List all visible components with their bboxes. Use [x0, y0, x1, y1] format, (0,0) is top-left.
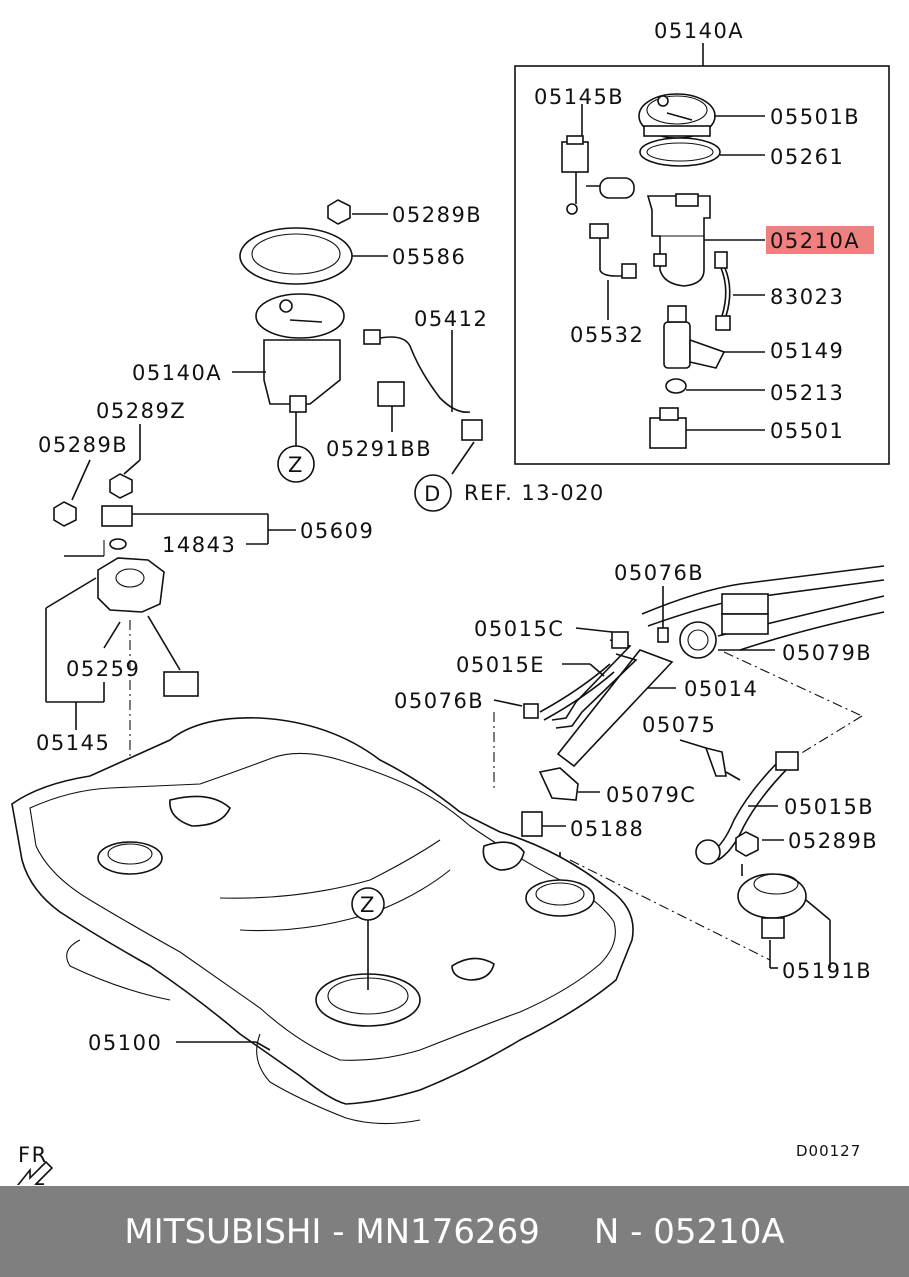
callout-D-label: D — [424, 482, 442, 506]
filler-pipes — [493, 565, 885, 969]
label-05261: 05261 — [770, 145, 844, 169]
sender-05145B — [561, 104, 635, 215]
label-05210A: 05210A — [770, 229, 860, 253]
harness-05412 — [363, 329, 483, 475]
label-05075: 05075 — [642, 713, 716, 737]
callout-Z-tank-label: Z — [360, 893, 376, 917]
highlight-05210A — [766, 226, 874, 254]
pump-flange-05501B — [638, 93, 765, 139]
nut-05289B-top — [327, 199, 388, 225]
pump-module-05140A — [232, 293, 345, 446]
pump-housing-05210A — [646, 193, 765, 287]
label-05213: 05213 — [770, 381, 844, 405]
label-05412: 05412 — [414, 307, 488, 331]
callout-D: D — [414, 474, 452, 512]
label-05291BB: 05291BB — [326, 437, 432, 461]
label-05145B: 05145B — [534, 85, 624, 109]
label-05501B: 05501B — [770, 105, 860, 129]
label-05015C: 05015C — [474, 617, 564, 641]
label-05015E: 05015E — [456, 653, 545, 677]
label-05076B-b: 05076B — [394, 689, 484, 713]
front-arrow-icon: FR — [16, 1143, 54, 1185]
label-05145: 05145 — [36, 731, 110, 755]
label-05289B-b: 05289B — [38, 433, 128, 457]
fuel-tank-05100 — [11, 717, 634, 1125]
label-05532: 05532 — [570, 323, 644, 347]
parts-diagram: Z Z D FR 05140A 05145B 05501B 05261 0521… — [11, 19, 890, 1185]
label-05014: 05014 — [684, 677, 758, 701]
label-05079B: 05079B — [782, 641, 872, 665]
harness-83023 — [714, 251, 765, 331]
label-05501: 05501 — [770, 419, 844, 443]
callout-Z-top-label: Z — [288, 453, 304, 477]
label-83023: 83023 — [770, 285, 844, 309]
label-05259: 05259 — [66, 657, 140, 681]
label-05015B: 05015B — [784, 795, 874, 819]
label-14843: 14843 — [162, 533, 236, 557]
label-05140A-top: 05140A — [654, 19, 744, 43]
label-05289Z: 05289Z — [96, 399, 186, 423]
label-05100: 05100 — [88, 1031, 162, 1055]
label-05191B: 05191B — [782, 959, 872, 983]
label-05149: 05149 — [770, 339, 844, 363]
label-05140A-mid: 05140A — [132, 361, 222, 385]
label-05076B-a: 05076B — [614, 561, 704, 585]
oring-14843 — [109, 538, 268, 550]
pump-motor-05149 — [663, 305, 765, 369]
label-05289B-c: 05289B — [788, 829, 878, 853]
sender-05145 — [45, 540, 199, 850]
label-05079C: 05079C — [606, 783, 696, 807]
filter-05501 — [649, 407, 765, 449]
front-label: FR — [18, 1143, 48, 1167]
fuel-pump-detail-box — [514, 43, 890, 465]
gasket-05586 — [239, 227, 388, 285]
label-05188: 05188 — [570, 817, 644, 841]
footer-bar: MITSUBISHI - MN176269 N - 05210A — [0, 1186, 909, 1277]
connector-05291BB — [377, 381, 405, 432]
label-05609: 05609 — [300, 519, 374, 543]
nut-05289Z — [109, 424, 141, 499]
bracket-05609 — [101, 505, 296, 544]
label-05289B-a: 05289B — [392, 203, 482, 227]
nut-05289B-left — [53, 459, 91, 527]
callout-Z-tank: Z — [351, 887, 385, 921]
seal-05261 — [639, 137, 765, 167]
footer-part-info: MITSUBISHI - MN176269 N - 05210A — [124, 1211, 785, 1252]
hose-05532 — [589, 223, 637, 320]
label-ref: REF. 13-020 — [464, 481, 605, 505]
label-05586: 05586 — [392, 245, 466, 269]
callout-Z-top: Z — [277, 445, 315, 483]
diagram-code: D00127 — [796, 1142, 861, 1160]
clip-05213 — [665, 378, 765, 394]
